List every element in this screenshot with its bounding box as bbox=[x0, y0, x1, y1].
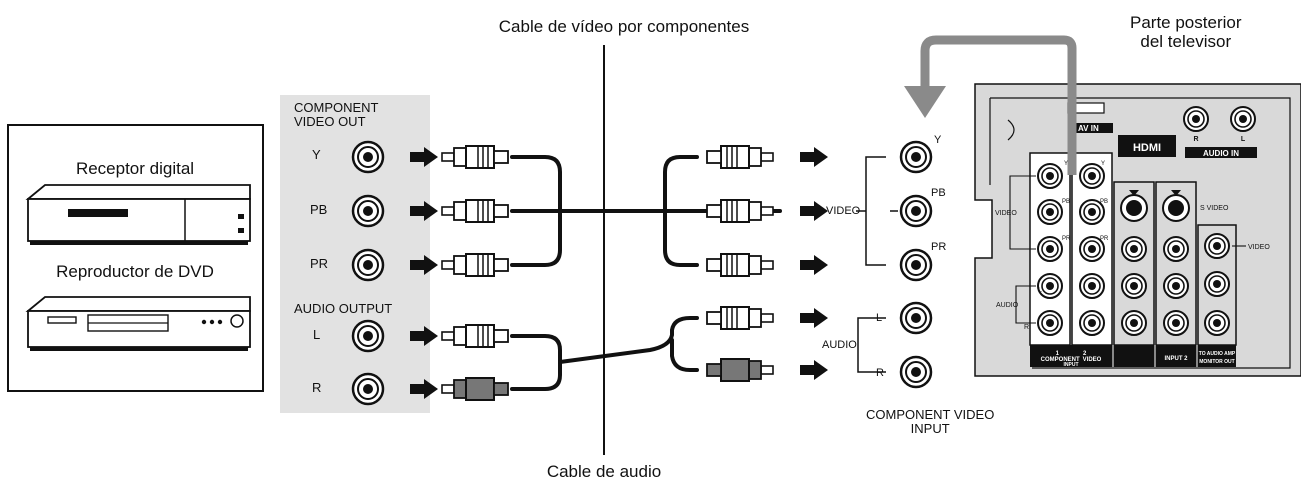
cable-wires bbox=[510, 155, 782, 391]
tv-pr2: PR bbox=[1100, 236, 1109, 242]
col2-num: 2 bbox=[1083, 351, 1087, 357]
tv-video-label: VIDEO bbox=[995, 210, 1017, 217]
col2-label: VIDEO bbox=[1083, 357, 1102, 363]
tv-y1: Y bbox=[1064, 161, 1068, 167]
input-jack-y-label: Y bbox=[934, 134, 942, 146]
audio-l-label: L bbox=[1241, 136, 1246, 143]
tv-back-label: Parte posterior del televisor bbox=[1130, 13, 1242, 51]
audio-output-label: AUDIO OUTPUT bbox=[294, 301, 393, 316]
tv-y2: Y bbox=[1101, 161, 1105, 167]
component-video-out-label: COMPONENT VIDEO OUT bbox=[294, 100, 379, 129]
component-video-input-label: COMPONENT VIDEO INPUT bbox=[866, 407, 995, 437]
routing-arrow bbox=[904, 35, 1077, 175]
tv-back-panel bbox=[974, 83, 1301, 377]
source-jack-y-label: Y bbox=[312, 147, 321, 162]
source-jack-pr-label: PR bbox=[310, 256, 329, 271]
audio-r-label: R bbox=[1193, 136, 1198, 143]
dvd-label: Reproductor de DVD bbox=[56, 262, 214, 281]
av-in-label: AV IN bbox=[1078, 124, 1099, 133]
video-cable-label: Cable de vídeo por componentes bbox=[498, 17, 750, 36]
col1-num: 1 bbox=[1056, 351, 1060, 357]
source-output-panel bbox=[280, 95, 430, 413]
hdmi-label: HDMI bbox=[1133, 142, 1161, 154]
tv-pb1: PB bbox=[1062, 199, 1070, 205]
source-devices-box bbox=[7, 124, 264, 392]
input-jack-l-label: L bbox=[876, 312, 883, 324]
input2-label: INPUT 2 bbox=[1164, 356, 1188, 362]
input-jack-r-label: R bbox=[876, 367, 884, 379]
input-brackets bbox=[856, 156, 898, 373]
audio-amp-label: TO AUDIO AMP bbox=[1199, 351, 1236, 357]
source-jack-l-label: L bbox=[313, 327, 321, 342]
tv-video-right-label: VIDEO bbox=[1248, 244, 1270, 251]
right-plugs bbox=[706, 145, 828, 382]
col1-label: COMPONENT bbox=[1041, 357, 1080, 363]
dvd-player-icon bbox=[25, 296, 251, 351]
input-jack-pr-label: PR bbox=[931, 241, 947, 253]
s-video-label: S VIDEO bbox=[1200, 205, 1229, 212]
input-audio-label: AUDIO bbox=[822, 339, 857, 351]
tv-panel-dark-text: R L VIDEO AUDIO S VIDEO VIDEO L R Y Y PB… bbox=[995, 136, 1270, 331]
monitor-out-label: MONITOR OUT bbox=[1199, 359, 1234, 365]
input-band-label: INPUT bbox=[1064, 362, 1079, 368]
tv-jack-l: L bbox=[1038, 287, 1042, 294]
tv-audio-label: AUDIO bbox=[996, 302, 1019, 309]
audio-cable-label: Cable de audio bbox=[546, 462, 662, 481]
input-jacks bbox=[899, 140, 933, 389]
receiver-label: Receptor digital bbox=[75, 159, 195, 178]
input-jack-pb-label: PB bbox=[931, 187, 946, 199]
audio-in-label: AUDIO IN bbox=[1203, 149, 1239, 158]
tv-pr1: PR bbox=[1062, 236, 1071, 242]
digital-receiver-icon bbox=[25, 184, 251, 245]
tv-pb2: PB bbox=[1100, 199, 1108, 205]
input-video-label: VIDEO bbox=[826, 205, 861, 217]
tv-jack-r: R bbox=[1024, 324, 1029, 331]
source-jack-r-label: R bbox=[312, 380, 322, 395]
source-jack-pb-label: PB bbox=[310, 202, 328, 217]
